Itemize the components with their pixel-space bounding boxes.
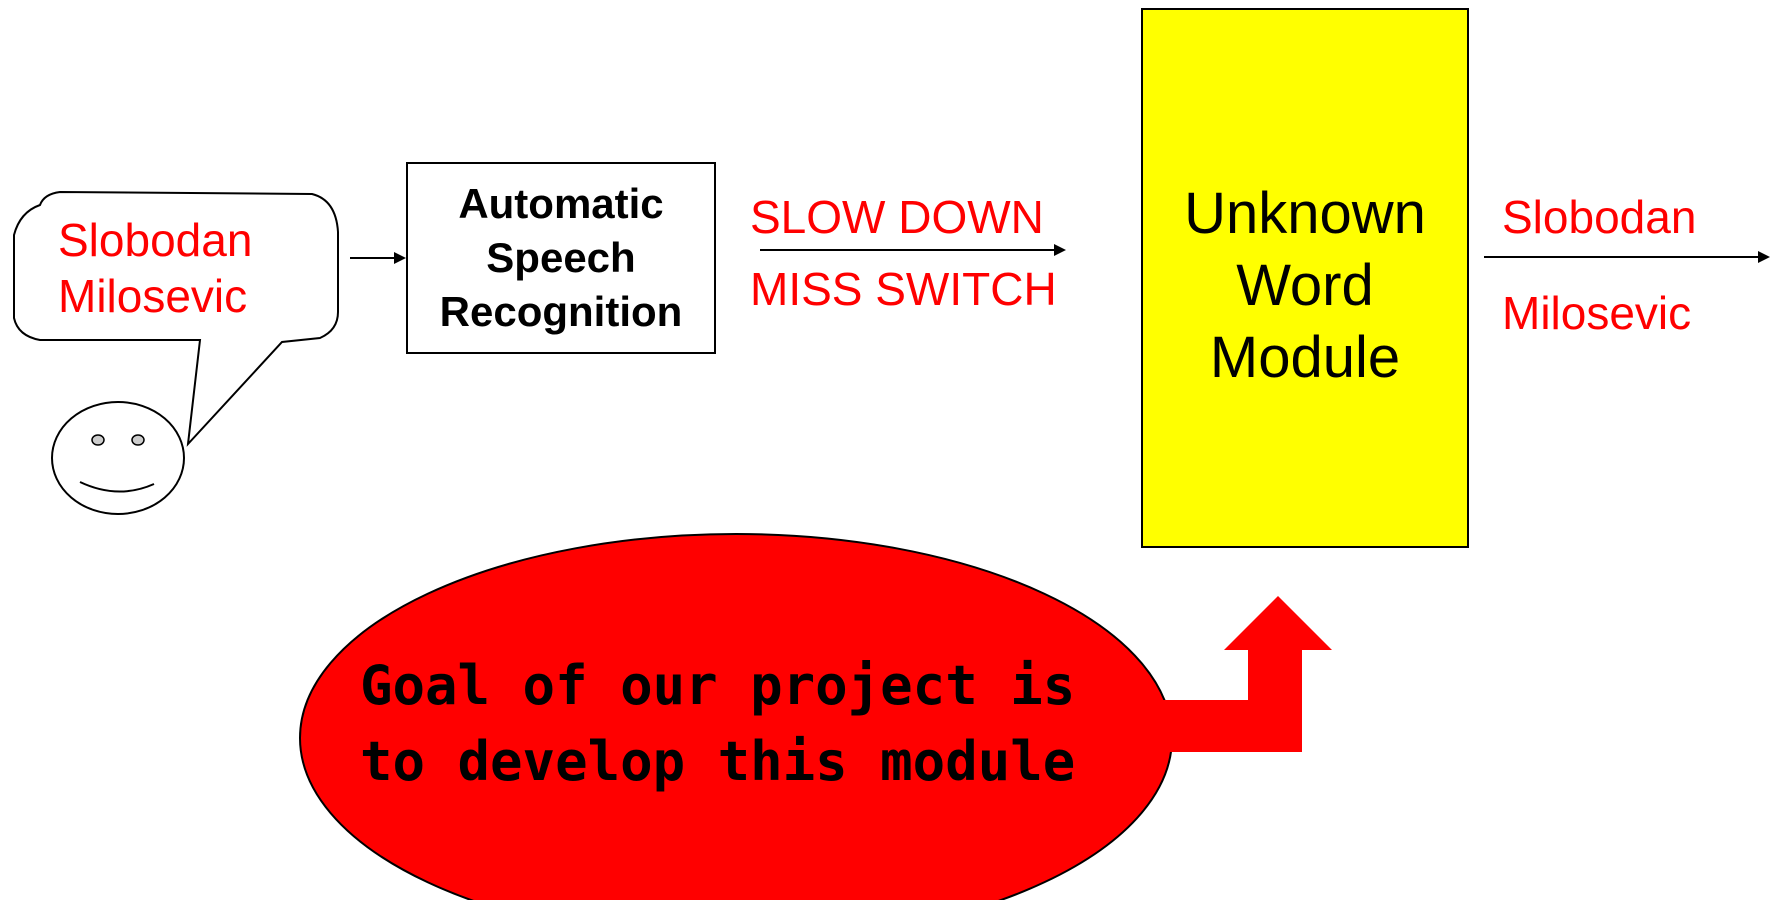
asr-box: Automatic Speech Recognition <box>406 162 716 354</box>
module-output-line-1: Slobodan <box>1502 191 1697 243</box>
goal-text: Goal of our project is to develop this m… <box>360 648 1160 800</box>
module-line-1: Unknown <box>1184 181 1426 246</box>
smiley-face-icon <box>51 401 185 515</box>
speech-bubble-text: Slobodan Milosevic <box>58 212 288 324</box>
module-line-2: Word <box>1236 253 1374 318</box>
speech-line-1: Slobodan <box>58 214 253 266</box>
asr-output-line-2: MISS SWITCH <box>750 263 1057 315</box>
module-output-line-2: Milosevic <box>1502 287 1692 339</box>
red-up-arrow-icon <box>1150 596 1332 752</box>
asr-line-3: Recognition <box>439 288 683 335</box>
module-line-3: Module <box>1209 325 1401 390</box>
speech-bubble <box>13 190 339 447</box>
asr-output-line-1: SLOW DOWN <box>750 191 1044 243</box>
unknown-word-module-box: Unknown Word Module <box>1141 8 1469 548</box>
speech-line-2: Milosevic <box>58 270 248 322</box>
asr-line-2: Speech <box>486 234 636 281</box>
goal-line-1: Goal of our project is <box>360 654 1076 717</box>
goal-line-2: to develop this module <box>360 730 1076 793</box>
asr-line-1: Automatic <box>458 180 664 227</box>
